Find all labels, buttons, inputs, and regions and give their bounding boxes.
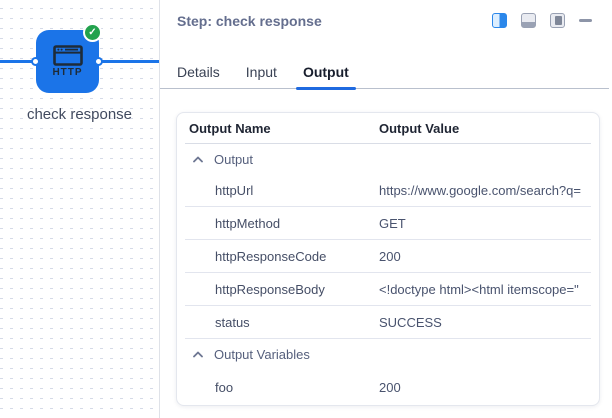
output-name: httpResponseBody	[215, 281, 325, 297]
row-divider	[185, 272, 591, 273]
column-header-name: Output Name	[189, 120, 271, 136]
output-port[interactable]	[94, 57, 103, 66]
output-value: SUCCESS	[379, 314, 442, 330]
output-value: GET	[379, 215, 406, 231]
group-row-output-variables[interactable]: Output Variables	[177, 339, 599, 369]
success-check-icon: ✓	[83, 23, 102, 42]
panel-divider	[159, 0, 160, 418]
output-value: <!doctype html><html itemscope="	[379, 281, 579, 297]
workflow-canvas[interactable]: HTTP ✓ check response	[0, 0, 159, 418]
row-divider	[185, 305, 591, 306]
output-value: https://www.google.com/search?q=	[379, 182, 581, 198]
tab-output[interactable]: Output	[295, 56, 356, 90]
table-row: foo 200	[177, 369, 599, 405]
group-label: Output	[214, 151, 254, 167]
chevron-up-icon[interactable]	[193, 156, 203, 163]
step-detail-panel: Step: check response Details Input Outpu…	[160, 0, 612, 418]
table-header-row: Output Name Output Value	[177, 113, 599, 143]
output-name: status	[215, 314, 250, 330]
output-name: foo	[215, 379, 234, 395]
output-table: Output Name Output Value Output httpUrl …	[176, 112, 600, 406]
table-row: httpResponseCode 200	[177, 240, 599, 272]
chevron-up-icon[interactable]	[193, 351, 203, 358]
output-name: httpResponseCode	[215, 248, 327, 264]
header-divider	[185, 143, 591, 144]
column-header-value: Output Value	[379, 120, 460, 136]
group-label: Output Variables	[214, 346, 310, 362]
table-row: httpResponseBody <!doctype html><html it…	[177, 273, 599, 305]
split-view-icon[interactable]	[492, 13, 507, 28]
table-row: httpUrl https://www.google.com/search?q=	[177, 174, 599, 206]
node-type-label: HTTP	[52, 67, 83, 78]
output-value: 200	[379, 379, 401, 395]
tab-bar: Details Input Output	[160, 56, 609, 90]
row-divider	[185, 239, 591, 240]
tab-details[interactable]: Details	[177, 64, 220, 80]
bottom-dock-icon[interactable]	[521, 13, 536, 28]
browser-window-icon	[52, 45, 83, 66]
row-divider	[185, 338, 591, 339]
row-divider	[185, 206, 591, 207]
output-name: httpUrl	[215, 182, 254, 198]
right-dock-icon[interactable]	[550, 13, 565, 28]
input-port[interactable]	[31, 57, 40, 66]
group-row-output[interactable]: Output	[177, 144, 599, 174]
tab-input[interactable]: Input	[245, 64, 277, 80]
table-row: status SUCCESS	[177, 306, 599, 338]
minimize-icon[interactable]	[579, 19, 592, 22]
table-row: httpMethod GET	[177, 207, 599, 239]
node-caption: check response	[26, 106, 133, 123]
page-title: Step: check response	[177, 13, 322, 29]
output-name: httpMethod	[215, 215, 281, 231]
panel-layout-controls	[492, 13, 592, 28]
output-value: 200	[379, 248, 401, 264]
